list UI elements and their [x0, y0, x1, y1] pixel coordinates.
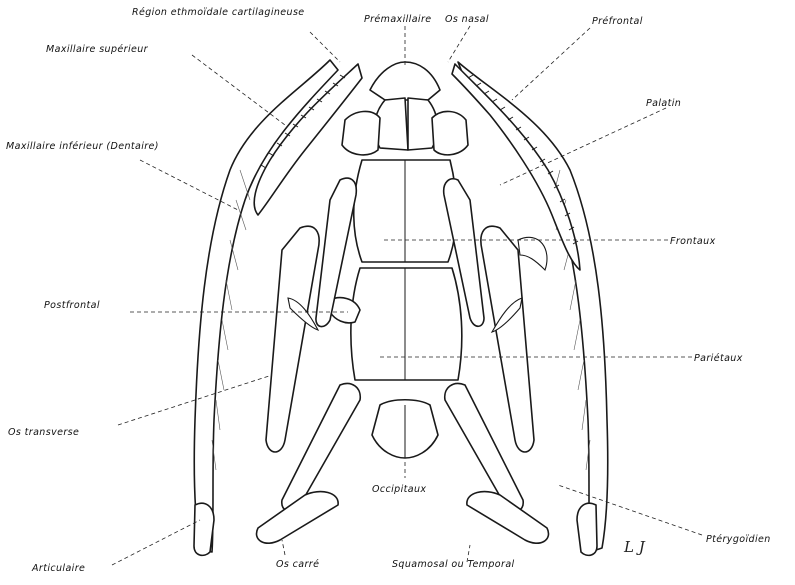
label-parietaux: Pariétaux [694, 353, 743, 364]
label-os-nasal: Os nasal [445, 14, 489, 25]
label-os-carre: Os carré [276, 559, 319, 570]
label-premaxillaire: Prémaxillaire [364, 14, 432, 25]
label-frontaux: Frontaux [670, 236, 716, 247]
label-maxillaire-inferieur: Maxillaire inférieur (Dentaire) [6, 141, 159, 152]
label-prefrontal: Préfrontal [592, 16, 643, 27]
label-maxillaire-superieur: Maxillaire supérieur [46, 44, 149, 55]
label-articulaire: Articulaire [31, 563, 85, 574]
artist-signature: L J [623, 538, 646, 556]
label-palatin: Palatin [646, 98, 681, 109]
label-postfrontal: Postfrontal [44, 300, 100, 311]
label-squamosal: Squamosal ou Temporal [392, 559, 515, 570]
label-pterygoidien: Ptérygoïdien [706, 534, 771, 545]
label-os-transverse: Os transverse [8, 427, 79, 438]
label-occipitaux: Occipitaux [372, 484, 426, 495]
occipital [372, 400, 438, 458]
label-region-ethmoidale: Région ethmoïdale cartilagineuse [132, 7, 305, 18]
